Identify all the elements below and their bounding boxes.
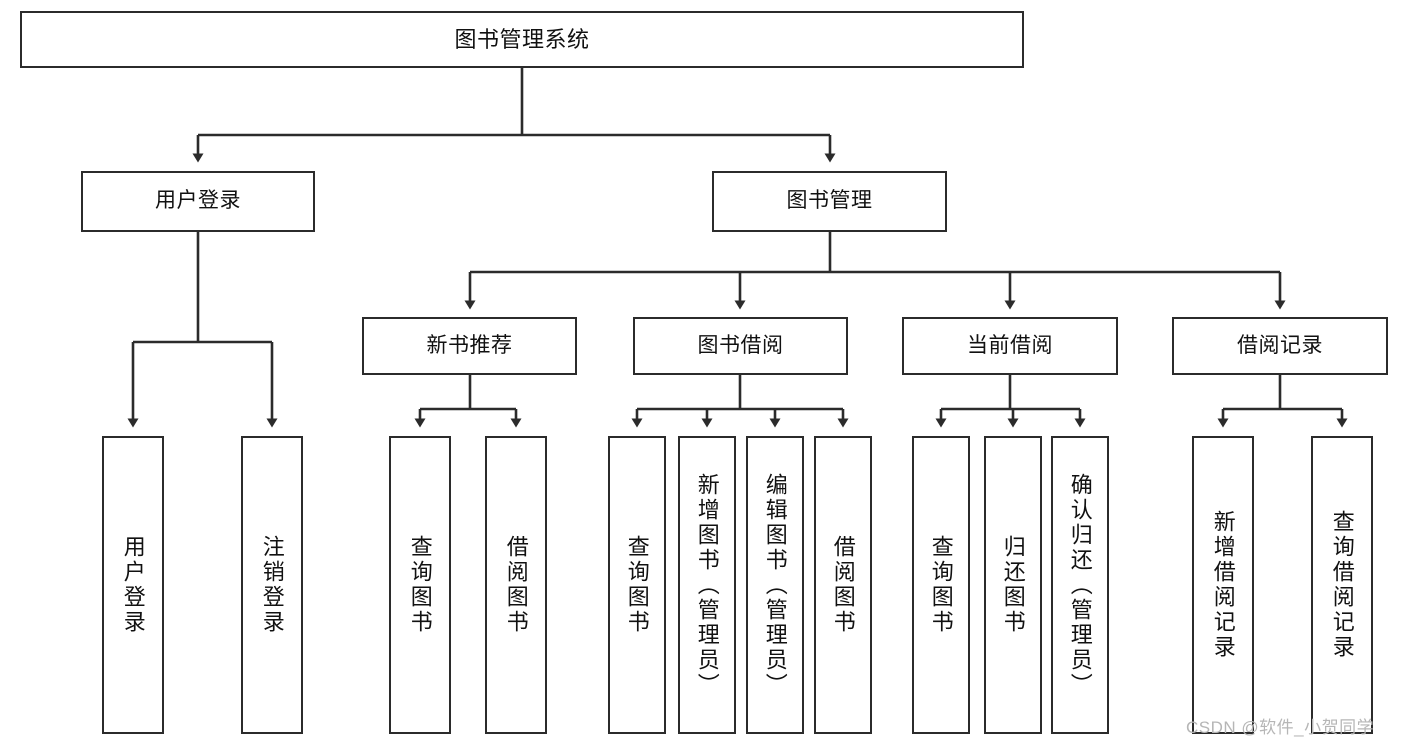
node-label: 查询图书 bbox=[407, 535, 433, 635]
node-leaf-query-book-recommend[interactable]: 查询图书 bbox=[389, 436, 451, 734]
node-label: 查询图书 bbox=[928, 535, 954, 635]
node-label: 确认归还（管理员） bbox=[1067, 472, 1093, 698]
node-label: 编辑图书（管理员） bbox=[762, 472, 788, 698]
node-label: 借阅图书 bbox=[830, 535, 856, 635]
node-leaf-query-book-current[interactable]: 查询图书 bbox=[912, 436, 970, 734]
node-book-borrow[interactable]: 图书借阅 bbox=[633, 317, 848, 375]
node-leaf-return-book[interactable]: 归还图书 bbox=[984, 436, 1042, 734]
node-leaf-query-book-borrow[interactable]: 查询图书 bbox=[608, 436, 666, 734]
node-label: 借阅图书 bbox=[503, 535, 529, 635]
node-label: 新增图书（管理员） bbox=[694, 472, 720, 698]
node-new-book-recommend[interactable]: 新书推荐 bbox=[362, 317, 577, 375]
node-label: 归还图书 bbox=[1000, 535, 1026, 635]
node-label: 用户登录 bbox=[120, 535, 146, 635]
node-borrow-record[interactable]: 借阅记录 bbox=[1172, 317, 1388, 375]
node-leaf-add-borrow-record[interactable]: 新增借阅记录 bbox=[1192, 436, 1254, 734]
node-label: 图书管理 bbox=[786, 189, 873, 213]
node-leaf-borrow-book-recommend[interactable]: 借阅图书 bbox=[485, 436, 547, 734]
node-current-borrow[interactable]: 当前借阅 bbox=[902, 317, 1118, 375]
node-label: 查询借阅记录 bbox=[1329, 510, 1355, 660]
node-leaf-query-borrow-record[interactable]: 查询借阅记录 bbox=[1311, 436, 1373, 734]
node-label: 查询图书 bbox=[624, 535, 650, 635]
node-label: 借阅记录 bbox=[1237, 333, 1323, 357]
node-leaf-logout[interactable]: 注销登录 bbox=[241, 436, 303, 734]
node-root-system[interactable]: 图书管理系统 bbox=[20, 11, 1024, 68]
node-leaf-user-login[interactable]: 用户登录 bbox=[102, 436, 164, 734]
node-user-login[interactable]: 用户登录 bbox=[81, 171, 315, 232]
node-label: 用户登录 bbox=[155, 189, 241, 213]
node-label: 当前借阅 bbox=[967, 333, 1053, 357]
node-label: 图书管理系统 bbox=[454, 26, 590, 52]
node-label: 注销登录 bbox=[259, 535, 285, 635]
node-label: 新书推荐 bbox=[426, 333, 513, 357]
node-book-management[interactable]: 图书管理 bbox=[712, 171, 947, 232]
node-leaf-edit-book-admin[interactable]: 编辑图书（管理员） bbox=[746, 436, 804, 734]
node-leaf-confirm-return-admin[interactable]: 确认归还（管理员） bbox=[1051, 436, 1109, 734]
csdn-watermark: CSDN @软件_小贺同学 bbox=[1186, 718, 1375, 737]
node-leaf-add-book-admin[interactable]: 新增图书（管理员） bbox=[678, 436, 736, 734]
node-label: 新增借阅记录 bbox=[1210, 510, 1236, 660]
node-leaf-borrow-book[interactable]: 借阅图书 bbox=[814, 436, 872, 734]
node-label: 图书借阅 bbox=[697, 333, 784, 357]
